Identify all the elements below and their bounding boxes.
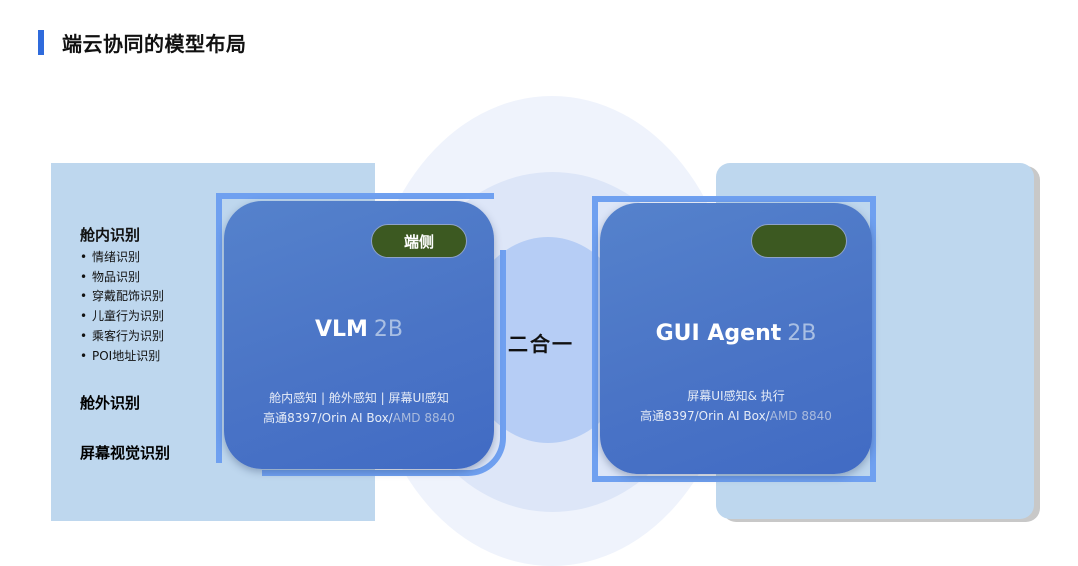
merge-label: 二合一 bbox=[508, 332, 574, 356]
card-description: 舱内感知 | 舱外感知 | 屏幕UI感知 高通8397/Orin AI Box/… bbox=[224, 388, 494, 428]
section-heading: 屏幕视觉识别 bbox=[80, 444, 171, 462]
section-heading: 舱外识别 bbox=[80, 394, 141, 412]
model-size: 2B bbox=[787, 321, 817, 346]
section-heading: 舱内识别 bbox=[80, 226, 141, 244]
model-name: GUI Agent bbox=[655, 321, 782, 346]
capability-line: 屏幕UI感知& 执行 bbox=[687, 389, 785, 403]
vlm-card-frame bbox=[216, 193, 494, 463]
list-item: 乘客行为识别 bbox=[80, 327, 164, 347]
list-item: POI地址识别 bbox=[80, 347, 164, 367]
capability-line: 舱内感知 | 舱外感知 | 屏幕UI感知 bbox=[269, 391, 449, 405]
hardware-platform-amd: AMD 8840 bbox=[769, 409, 832, 423]
list-item: 物品识别 bbox=[80, 268, 164, 288]
title-accent-bar bbox=[38, 30, 44, 55]
list-item: 儿童行为识别 bbox=[80, 307, 164, 327]
hardware-platforms: 高通8397/Orin AI Box/ bbox=[263, 411, 393, 425]
status-badge bbox=[751, 224, 847, 258]
model-name: VLM bbox=[314, 317, 368, 342]
model-size: 2B bbox=[373, 317, 404, 342]
hardware-line: 高通8397/Orin AI Box/AMD 8840 bbox=[600, 406, 872, 426]
gui-agent-card-frame bbox=[592, 196, 876, 482]
edge-badge: 端侧 bbox=[371, 224, 467, 258]
recognition-list: 情绪识别 物品识别 穿戴配饰识别 儿童行为识别 乘客行为识别 POI地址识别 bbox=[80, 248, 164, 366]
list-item: 穿戴配饰识别 bbox=[80, 287, 164, 307]
hardware-platforms: 高通8397/Orin AI Box/ bbox=[640, 409, 770, 423]
hardware-platform-amd: AMD 8840 bbox=[392, 411, 455, 425]
hardware-line: 高通8397/Orin AI Box/AMD 8840 bbox=[224, 408, 494, 428]
card-description: 屏幕UI感知& 执行 高通8397/Orin AI Box/AMD 8840 bbox=[600, 386, 872, 426]
page-title: 端云协同的模型布局 bbox=[62, 32, 247, 56]
list-item: 情绪识别 bbox=[80, 248, 164, 268]
vlm-card-frame-corner bbox=[262, 250, 506, 476]
cabin-recognition-section: 舱内识别 情绪识别 物品识别 穿戴配饰识别 儿童行为识别 乘客行为识别 POI地… bbox=[80, 224, 164, 366]
